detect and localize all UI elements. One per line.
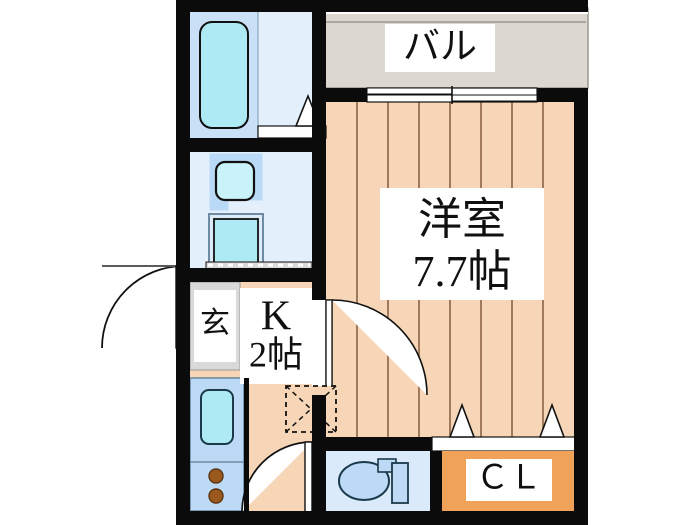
washing-machine-space (208, 213, 264, 271)
wall-right-overlay (574, 88, 588, 525)
wall-bottom-overlay (176, 511, 588, 525)
wall-bedroom-top-right-overlay (537, 88, 588, 102)
bathroom-area (190, 12, 327, 139)
toilet-bowl (338, 461, 390, 501)
balcony-label-box (385, 24, 495, 72)
entrance-door-swing-arc (101, 265, 185, 349)
stove-burner-front (208, 468, 224, 484)
pipe-shaft-cross-a (285, 385, 337, 433)
kitchen-area: 玄 K 2帖 (189, 281, 337, 513)
balcony-sliding-door[interactable] (366, 86, 538, 104)
bedroom-label-size: 7.7帖 (413, 247, 512, 296)
pipe-shaft (285, 385, 337, 433)
balcony-door-panel-right[interactable] (451, 94, 538, 102)
wall-counter-edge (244, 378, 249, 511)
wall-bedroom-bottom-left-overlay (312, 437, 432, 451)
genkan-label-2: 玄 (200, 307, 230, 340)
wall-overlay (176, 0, 588, 525)
balcony-door-panel-left[interactable] (366, 87, 453, 95)
wall-left-upper-overlay (176, 0, 190, 268)
stove-burner-back (208, 488, 224, 504)
kitchen-counter (189, 377, 245, 512)
washer-drum (213, 218, 259, 266)
wall-bedroom-left-lower-overlay (312, 395, 326, 441)
washroom-area (190, 152, 313, 271)
bedroom-door-swing-arc (331, 299, 428, 396)
bedroom-door[interactable] (325, 299, 428, 396)
genkan-label-box-2 (194, 290, 236, 362)
wall-top-left-overlay (176, 0, 324, 12)
wall-left-lower-overlay (176, 345, 190, 525)
kitchen-label-size: 2帖 (249, 334, 303, 374)
pipe-shaft-cross-b (285, 385, 337, 433)
wall-bedroom-bottom-right-overlay (577, 437, 588, 451)
wall-toilet-closet-overlay (430, 451, 442, 525)
vanity-sink (209, 153, 263, 211)
wall-bath-washroom-overlay (176, 138, 326, 152)
kitchen-label-name: K (261, 294, 291, 340)
closet-door-frame[interactable] (431, 436, 578, 452)
toilet-door-leaf[interactable] (304, 441, 313, 513)
closet-door-leaf-left[interactable] (448, 402, 476, 438)
toilet-tank (391, 462, 409, 504)
balcony-label: バル (403, 26, 477, 67)
wall-bedroom-top-left-overlay (318, 88, 367, 102)
toilet (338, 458, 409, 504)
closet-door-leaf-right[interactable] (538, 402, 566, 438)
kitchen-sink (200, 389, 234, 445)
bedroom-area: 洋室 7.7帖 (325, 86, 578, 452)
kitchen-label-box (240, 288, 312, 384)
closet-label: ＣＬ (476, 461, 542, 497)
vanity-basin (214, 160, 256, 202)
bathtub (199, 21, 249, 129)
bedroom-label-name: 洋室 (418, 195, 506, 244)
balcony-area: バル (317, 7, 589, 89)
wall-toilet-left-overlay (312, 451, 326, 525)
bedroom-door-leaf-top[interactable] (325, 299, 333, 396)
wall-genkan-left-overlay (176, 282, 190, 346)
closet-label-box (466, 459, 552, 501)
toilet-door-swing-arc (241, 441, 313, 513)
toilet-area (326, 451, 430, 511)
closet-area: ＣＬ (442, 451, 574, 511)
bedroom-label-box (380, 188, 544, 300)
washroom-door[interactable] (205, 261, 313, 270)
wall-washroom-kitchen-overlay (176, 268, 326, 282)
